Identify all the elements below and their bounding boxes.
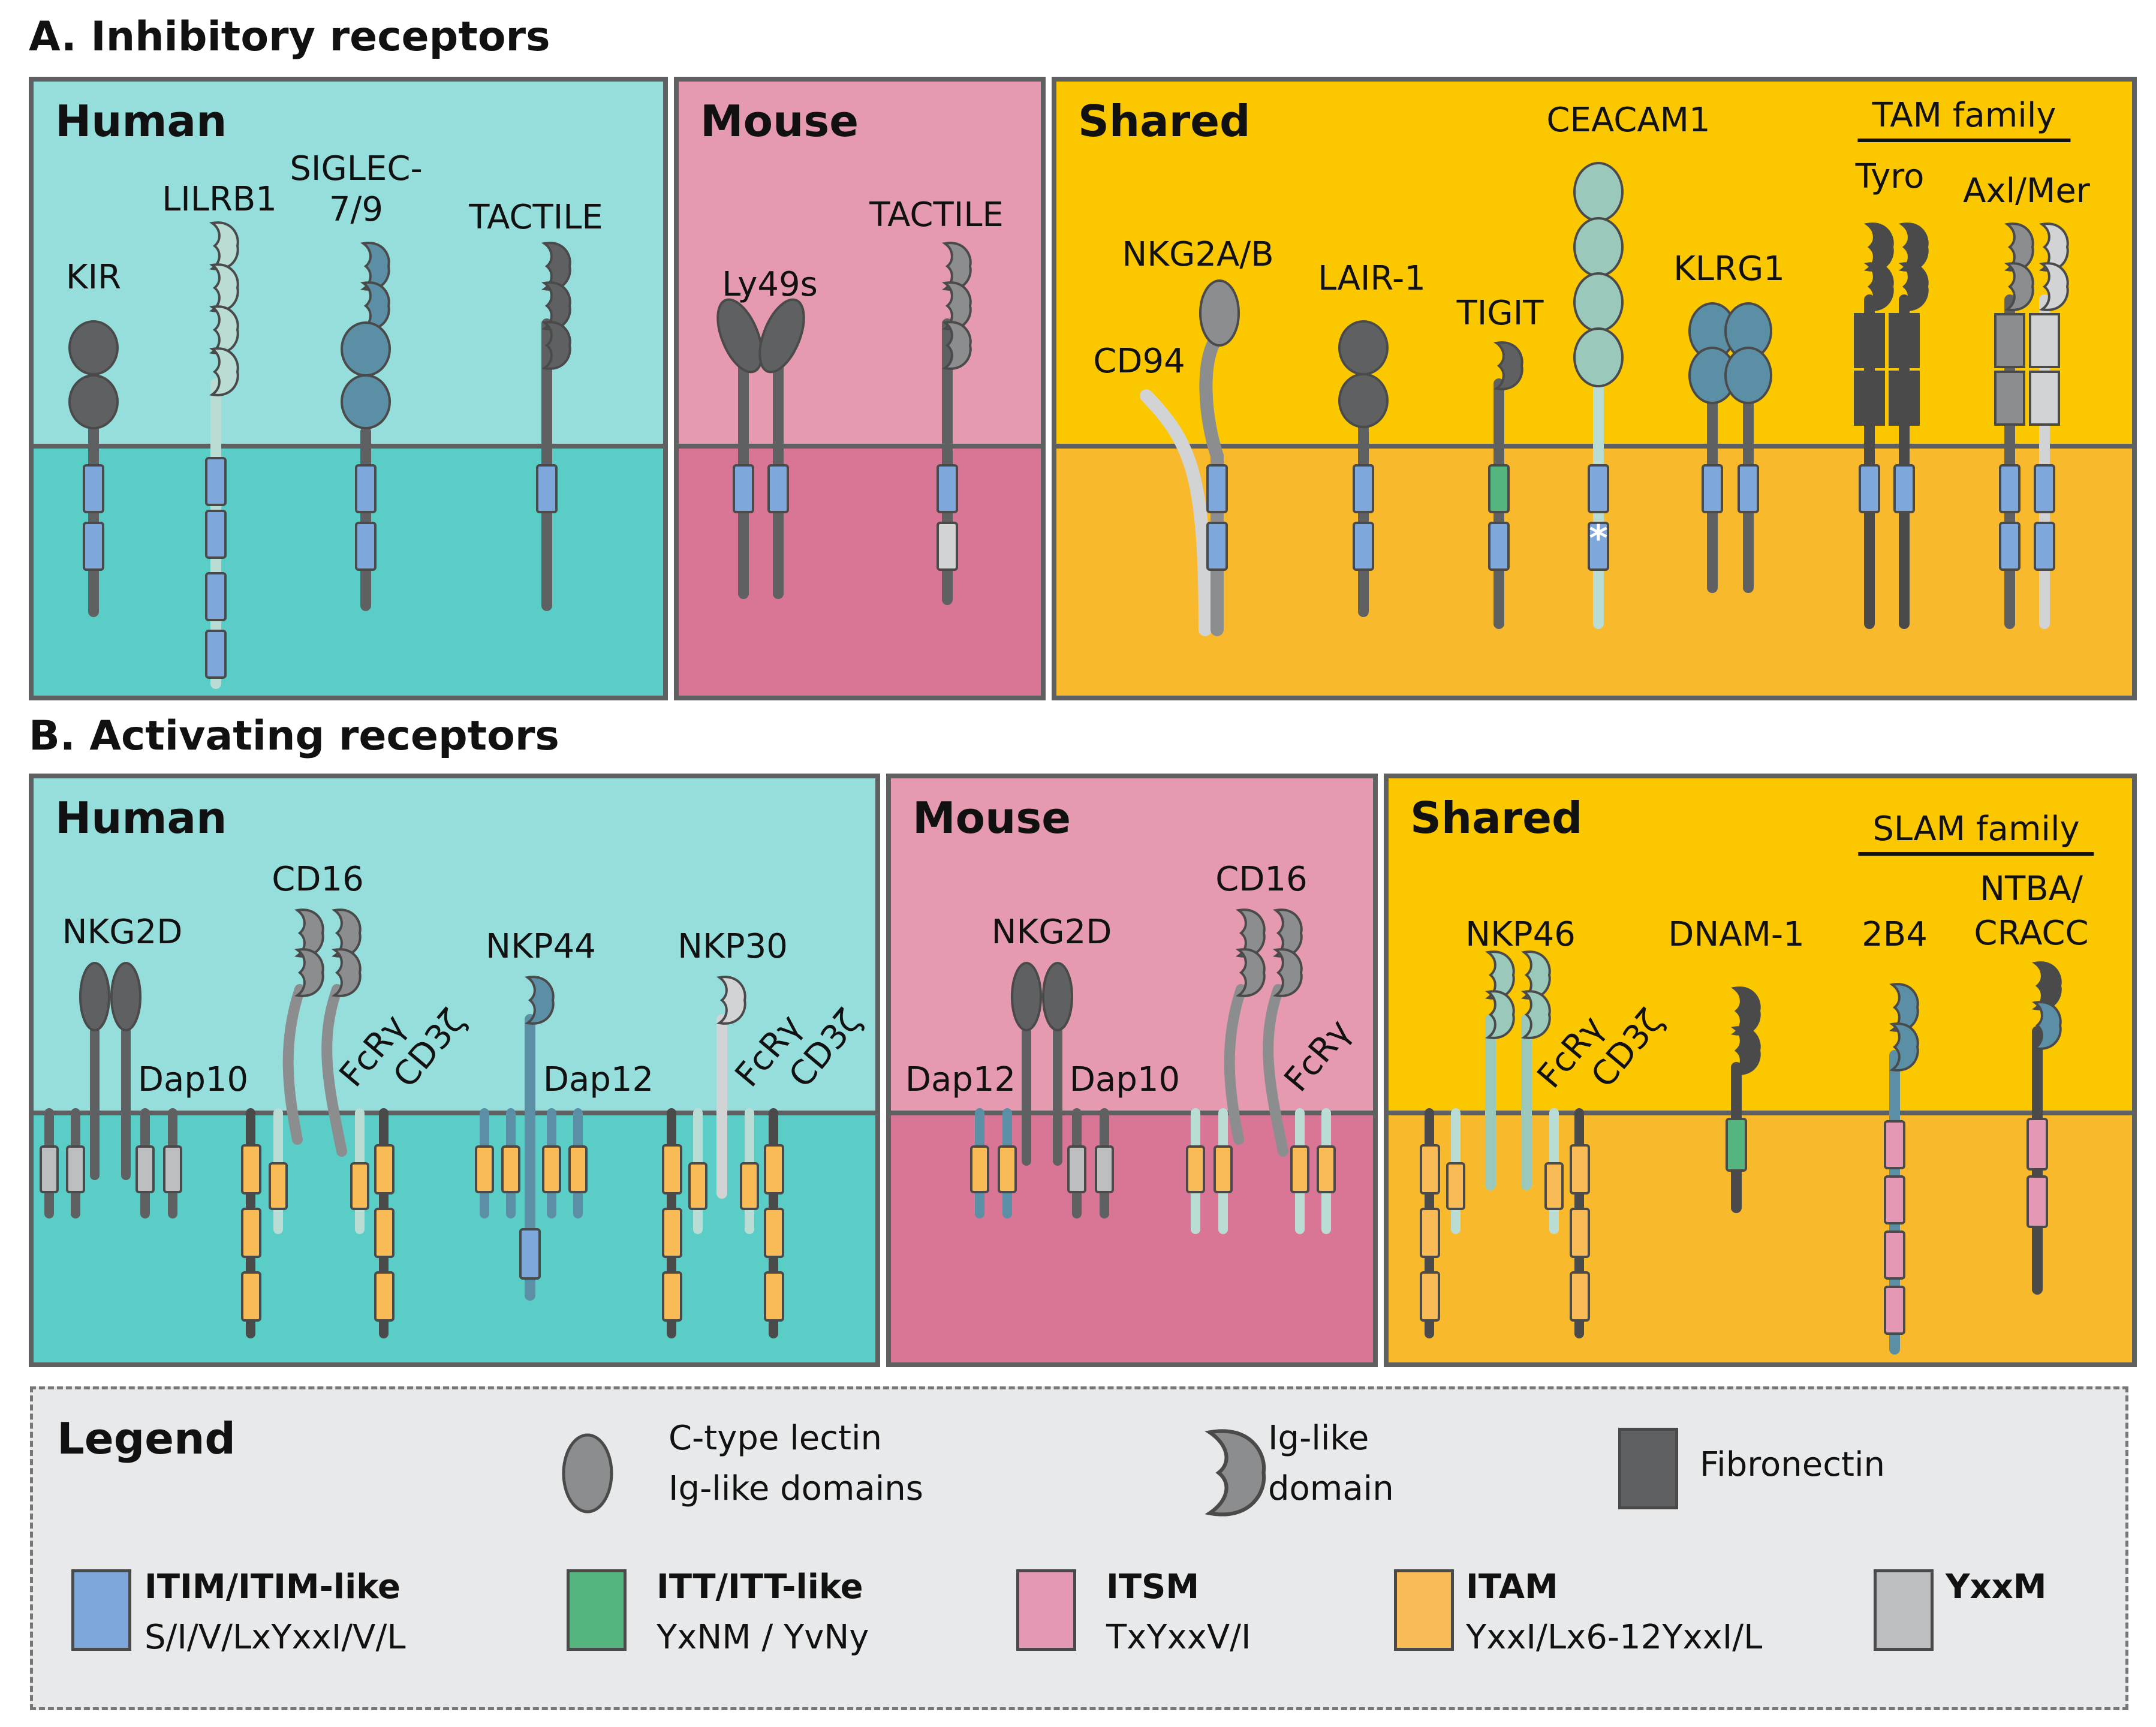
label-siglec: SIGLEC- 7/9 [290,149,423,229]
legend-itsm: ITSM TxYxxV/I [1106,1562,1251,1663]
ceacam1-receptor: * [1573,162,1624,629]
label-ceacam1: CEACAM1 [1546,101,1711,140]
c-type-lectin-icon [562,1433,613,1514]
nkp46-receptor [1420,950,1590,1338]
yxxm-name: YxxM [1946,1567,2047,1606]
label-nkp44: NKP44 [486,927,596,966]
siglec-receptor [341,242,391,611]
label-nkg2d-human: NKG2D [62,913,183,952]
label-dnam1: DNAM-1 [1668,915,1805,954]
itt-name: ITT/ITT-like [657,1567,863,1606]
itam-name: ITAM [1466,1567,1558,1606]
dnam1-receptor [1726,986,1761,1213]
label-2b4: 2B4 [1862,915,1928,954]
kir-receptor [68,320,119,617]
label-nkg2d-mouse: NKG2D [991,913,1112,952]
label-kir: KIR [65,258,122,297]
nkp30-receptor [662,976,784,1338]
panel-b-shared: Shared [1384,774,2137,1367]
nkp44-receptor [475,976,588,1301]
label-ntba-cracc: NTBA/ CRACC [1974,869,2089,953]
itsm-name: ITSM [1106,1567,1200,1606]
panel-title: Mouse [700,96,859,146]
tam-family-header: TAM family [1857,96,2071,142]
tactile-human-receptor [536,242,571,611]
lair1-receptor [1338,320,1389,617]
label-dap10-human: Dap10 [137,1060,249,1099]
label-lair1: LAIR-1 [1318,259,1426,298]
klrg1-receptor [1688,302,1772,593]
receptor-diagram: * [40,162,2069,1355]
legend-yxxm: YxxM [1946,1562,2047,1612]
panel-title: Shared [1078,96,1251,146]
label-nkp46: NKP46 [1465,915,1576,954]
legend-title: Legend [57,1413,236,1464]
legend-itt: ITT/ITT-like YxNM / YvNy [657,1562,869,1663]
legend-c-type-lectin: C-type lectin Ig-like domains [669,1419,923,1508]
itam-seq: YxxI/Lx6-12YxxI/L [1466,1618,1763,1657]
cd16-mouse-receptor [1186,908,1336,1234]
panel-title: Human [55,96,227,146]
cd16-human-receptor [241,908,395,1338]
label-tactile-mouse: TACTILE [869,195,1004,234]
ntba-cracc-receptor [2026,961,2062,1295]
ig-like-domain-icon [1205,1429,1266,1517]
label-tyro: Tyro [1855,157,1925,196]
cd94-nkg2ab-receptor [1140,279,1240,636]
legend-box: Legend C-type lectin Ig-like domains Ig-… [30,1386,2128,1710]
label-klrg1: KLRG1 [1673,249,1785,288]
legend-ig-like-domain: Ig-like domain [1268,1419,1394,1508]
legend-fibronectin: Fibronectin [1700,1445,1886,1484]
panel-title: Human [55,793,227,843]
label-cd94: CD94 [1093,342,1185,381]
itim-seq: S/I/V/LxYxxI/V/L [144,1618,406,1657]
svg-text:*: * [1589,518,1607,559]
panel-title: Mouse [913,793,1071,843]
itt-seq: YxNM / YvNy [657,1618,869,1657]
nkg2d-mouse-receptor [970,962,1114,1218]
label-lilrb1: LILRB1 [162,180,277,219]
2b4-receptor [1884,983,1919,1355]
slam-family-header: SLAM family [1858,810,2094,856]
axl-mer-receptor [1994,222,2069,629]
label-cd16-human: CD16 [272,860,364,899]
yxxm-swatch [1874,1569,1934,1651]
nkg2d-human-receptor [40,962,182,1218]
fibronectin-icon [1618,1428,1678,1509]
legend-itam: ITAM YxxI/Lx6-12YxxI/L [1466,1562,1762,1663]
label-dap10-mouse: Dap10 [1069,1060,1181,1099]
itim-name: ITIM/ITIM-like [144,1567,401,1606]
itam-swatch [1394,1569,1454,1651]
panel-b-human: Human [29,774,880,1367]
section-a-title: A. Inhibitory receptors [29,13,550,61]
section-b-title: B. Activating receptors [29,712,559,760]
label-nkp30: NKP30 [677,927,788,966]
lilrb1-receptor [205,221,239,689]
tactile-mouse-receptor [937,242,972,605]
itim-swatch [71,1569,131,1651]
label-dap12-mouse: Dap12 [905,1060,1016,1099]
itsm-seq: TxYxxV/I [1106,1618,1251,1657]
legend-itim: ITIM/ITIM-like S/I/V/LxYxxI/V/L [144,1562,406,1663]
tigit-receptor [1488,341,1523,629]
label-nkg2ab: NKG2A/B [1122,235,1274,274]
label-axl-mer: Axl/Mer [1963,172,2090,210]
panel-title: Shared [1410,793,1583,843]
label-dap12-human: Dap12 [543,1060,654,1099]
ly49s-receptor [716,298,805,599]
label-ly49s: Ly49s [722,265,818,304]
itt-swatch [567,1569,627,1651]
itsm-swatch [1016,1569,1076,1651]
label-tactile-human: TACTILE [469,198,603,237]
tyro-receptor [1854,222,1929,629]
label-tigit: TIGIT [1456,294,1544,333]
label-cd16-mouse: CD16 [1215,860,1308,899]
